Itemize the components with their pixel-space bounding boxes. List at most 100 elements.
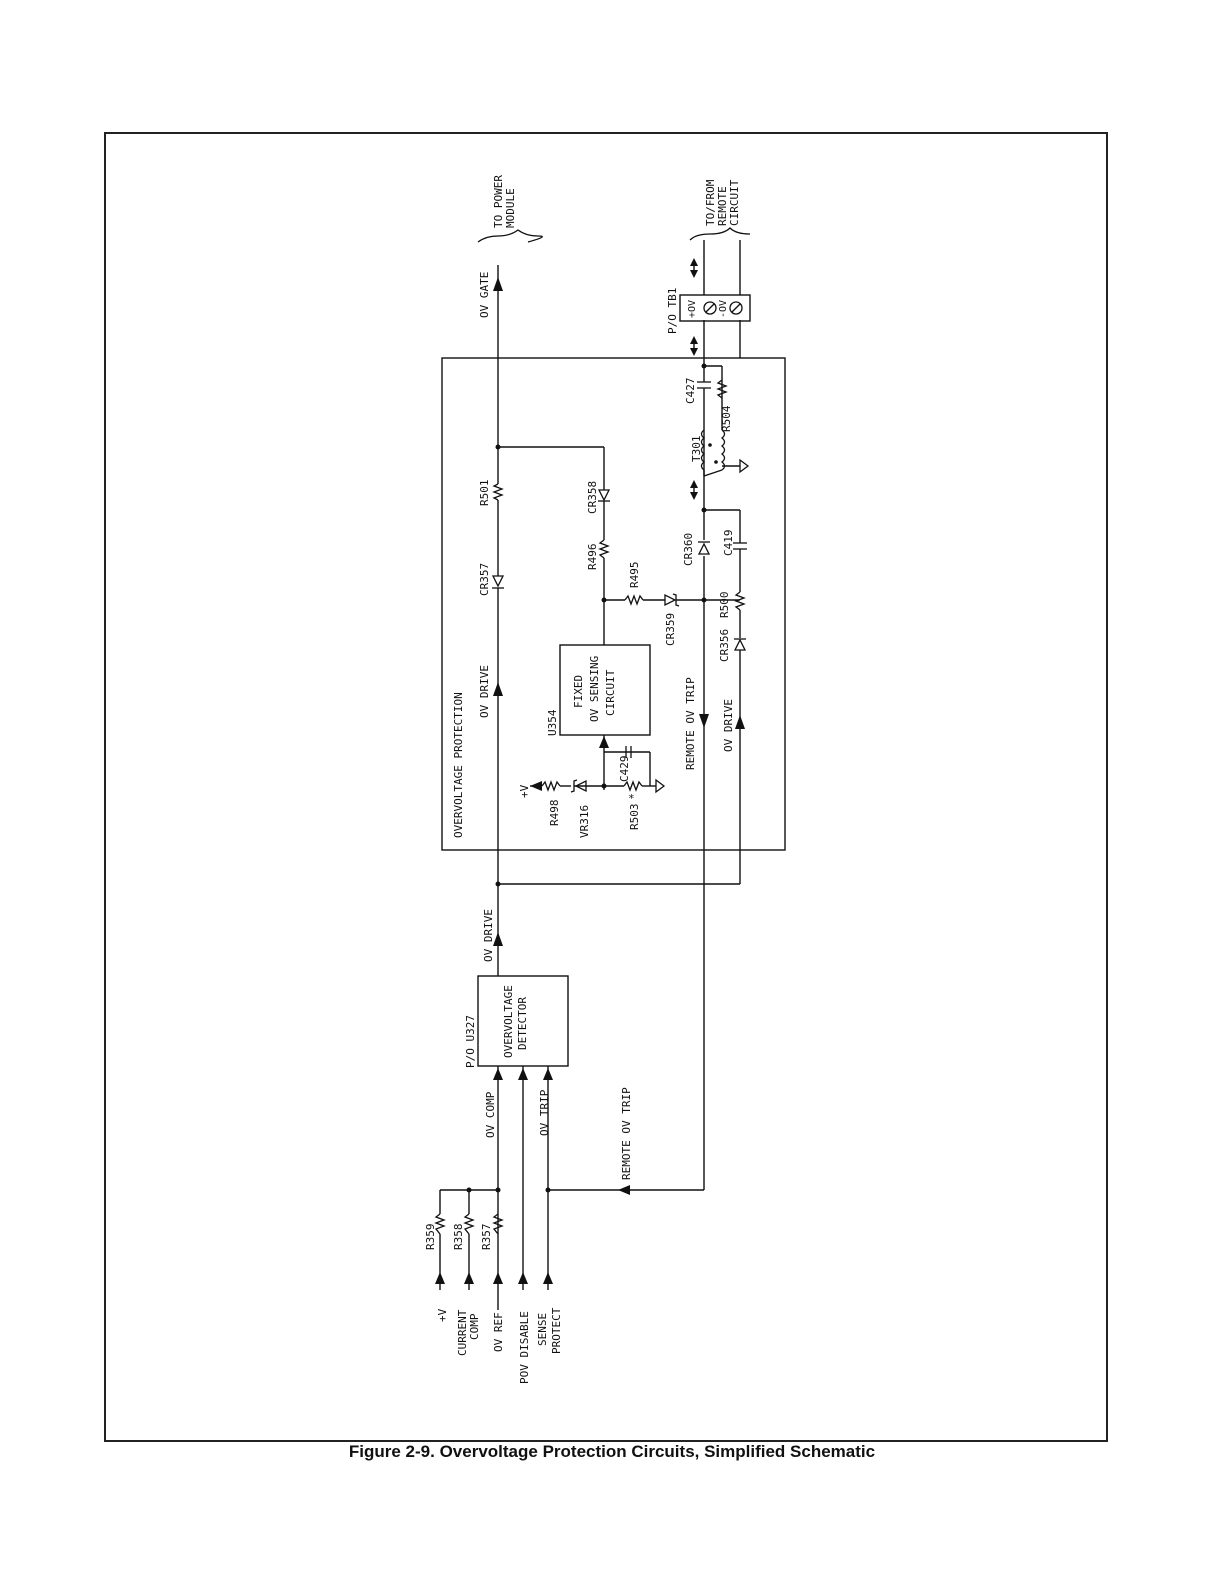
r496-label: R496: [586, 544, 599, 571]
fixed-ref-label: U354: [546, 709, 559, 736]
remote-ov-trip-top-label: REMOTE OV TRIP: [684, 677, 697, 770]
ov-drive-mid-arrow: [493, 932, 503, 946]
r503-mark: *: [628, 792, 635, 805]
c427-label: C427: [684, 378, 697, 405]
to-from-remote-label-3: CIRCUIT: [728, 179, 741, 226]
pov-disable-arrow: [518, 1068, 528, 1080]
current-comp-label-2: COMP: [468, 1313, 481, 1340]
ov-gate-label: OV GATE: [478, 272, 491, 318]
cr359-label: CR359: [664, 613, 677, 646]
bidirectional-arrow: [690, 258, 698, 278]
to-power-module-label-1: TO POWER: [492, 175, 505, 228]
figure-caption: Figure 2-9. Overvoltage Protection Circu…: [348, 1442, 876, 1461]
r503-label: R503: [628, 804, 641, 831]
r501-label: R501: [478, 480, 491, 507]
ov-comp-arrow: [493, 1068, 503, 1080]
c429-label: C429: [618, 756, 631, 783]
fixed-line3-label: CIRCUIT: [604, 669, 617, 716]
plus-v-input-arrow: [435, 1272, 445, 1284]
r504-label: R504: [720, 405, 733, 432]
r358-label: R358: [452, 1224, 465, 1251]
c419-label: C419: [722, 530, 735, 557]
to-power-module-label-2: MODULE: [504, 188, 517, 228]
t301-transformer: [700, 429, 750, 477]
current-comp-input-arrow: [464, 1272, 474, 1284]
r503-resistor: [623, 780, 643, 792]
ov-ref-label: OV REF: [492, 1312, 505, 1352]
junction-dot: [495, 881, 501, 887]
pov-disable-label: POV DISABLE: [518, 1311, 531, 1384]
vr316-zener: [570, 779, 587, 793]
r359-resistor: [434, 1213, 446, 1235]
t301-label: T301: [690, 436, 703, 463]
ov-comp-label: OV COMP: [484, 1091, 497, 1138]
r359-label: R359: [424, 1224, 437, 1251]
ov-ref-input-arrow: [493, 1272, 503, 1284]
r500-label: R500: [718, 592, 731, 619]
fixed-circuit-input-arrow: [599, 736, 609, 748]
cr360-label: CR360: [682, 533, 695, 566]
fixed-ov-sensing-circuit-box: [559, 644, 651, 736]
c429-capacitor: [625, 746, 632, 758]
junction-dot: [701, 597, 707, 603]
ov-drive-top-label: OV DRIVE: [478, 665, 491, 718]
r501-resistor: [492, 483, 504, 501]
c419-capacitor: [733, 542, 747, 550]
r358-resistor: [463, 1213, 475, 1235]
cr358-diode: [597, 489, 611, 502]
sense-protect-label-2: PROTECT: [550, 1307, 563, 1354]
terminal-neg-label: -OV: [718, 300, 729, 318]
terminal-pos-label: +OV: [687, 300, 698, 318]
plus-v-internal-label: +V: [518, 784, 531, 798]
cr357-label: CR357: [478, 563, 491, 596]
cr357-diode: [491, 575, 505, 589]
junction-dot: [466, 1187, 472, 1193]
ov-trip-arrow: [543, 1068, 553, 1080]
r504-resistor: [716, 379, 728, 399]
r495-resistor: [624, 594, 644, 606]
r496-resistor: [598, 539, 610, 559]
bidirectional-arrow: [690, 336, 698, 356]
cr360-diode: [697, 541, 711, 555]
vr316-label: VR316: [578, 805, 591, 838]
remote-ov-trip-bus: [548, 240, 705, 1191]
junction-dot: [495, 444, 501, 450]
ov-drive-mid-label: OV DRIVE: [482, 909, 495, 962]
ground-symbol: [655, 778, 666, 794]
terminal-block-tb1: [679, 294, 751, 322]
ov-drive-right-label: OV DRIVE: [722, 699, 735, 752]
cr356-label: CR356: [718, 629, 731, 662]
current-comp-label-1: CURRENT: [456, 1309, 469, 1356]
sense-protect-input-arrow: [543, 1272, 553, 1284]
to-from-remote-label-1: TO/FROM: [704, 179, 717, 226]
cr358-label: CR358: [586, 481, 599, 514]
pov-disable-input-arrow: [518, 1272, 528, 1284]
r357-resistor: [492, 1213, 504, 1235]
remote-ov-trip-bottom-arrow: [618, 1185, 630, 1195]
to-power-module-bracket: [477, 229, 543, 243]
ovp-title-label: OVERVOLTAGE PROTECTION: [452, 692, 465, 838]
remote-ov-trip-top-arrow: [699, 714, 709, 728]
r498-resistor: [541, 780, 561, 792]
ov-gate-arrow: [493, 277, 503, 291]
ov-drive-right-arrow: [735, 715, 745, 729]
ov-drive-top-arrow: [493, 682, 503, 696]
to-from-remote-label-2: REMOTE: [716, 186, 729, 226]
ov-drive-bus: [497, 265, 741, 976]
junction-dot: [601, 783, 607, 789]
cr356-diode: [733, 638, 747, 651]
remote-ov-trip-bottom-label: REMOTE OV TRIP: [620, 1087, 633, 1180]
junction-dot: [701, 363, 707, 369]
detector-ref-label: P/O U327: [464, 1015, 477, 1068]
c427-capacitor: [697, 380, 711, 430]
plus-v-internal-arrow: [530, 781, 542, 791]
plus-v-input-label: +V: [436, 1308, 449, 1322]
bidirectional-arrow: [690, 480, 698, 500]
overvoltage-protection-box: [441, 357, 786, 851]
ov-trip-label: OV TRIP: [538, 1089, 551, 1136]
to-from-remote-bracket: [689, 227, 751, 241]
fixed-line1-label: FIXED: [572, 675, 585, 708]
r498-label: R498: [548, 800, 561, 827]
r495-label: R495: [628, 562, 641, 589]
